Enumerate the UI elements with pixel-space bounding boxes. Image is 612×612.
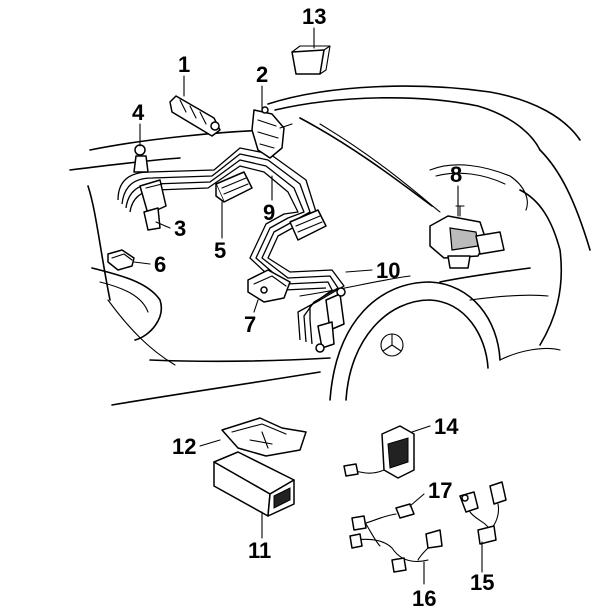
callout-9: 9 [263, 200, 275, 225]
part-13-cover [291, 45, 331, 75]
callout-12: 12 [172, 434, 196, 459]
callout-2: 2 [256, 62, 268, 87]
part-3-strut [139, 179, 167, 231]
part-11-control-module [213, 451, 295, 517]
callout-4: 4 [132, 100, 145, 125]
part-16-harness [349, 529, 443, 573]
part-6-bracket [107, 249, 135, 271]
callout-6: 6 [154, 252, 166, 277]
part-14-switch [343, 425, 415, 479]
callout-7: 7 [244, 312, 256, 337]
callout-1: 1 [178, 52, 190, 77]
part-2-valve-assembly [251, 106, 293, 159]
part-1-pressure-pump [169, 95, 221, 137]
part-5-valve-block [215, 171, 253, 203]
callout-17: 17 [428, 478, 452, 503]
part-15-sensor [459, 481, 507, 545]
callout-8: 8 [450, 162, 462, 187]
part-4-fitting [133, 144, 149, 173]
callout-11: 11 [248, 538, 271, 563]
part-7-mount [247, 269, 291, 303]
callout-13: 13 [302, 4, 326, 29]
part-12-shield [221, 417, 307, 457]
car-body-outline [69, 85, 591, 406]
callout-15: 15 [470, 570, 494, 595]
callout-3: 3 [174, 216, 186, 241]
callout-16: 16 [412, 586, 436, 611]
leader-lines [133, 27, 483, 585]
part-8-pump-unit [429, 205, 505, 269]
callout-labels: 1 2 3 4 5 6 7 8 9 10 11 12 13 14 15 16 1… [132, 4, 494, 611]
callout-10: 10 [376, 258, 400, 283]
hydraulic-line-bundle [117, 147, 345, 345]
callout-5: 5 [214, 238, 226, 263]
callout-14: 14 [434, 414, 459, 439]
part-9-line-connector [289, 209, 327, 241]
part-17-harness [351, 503, 415, 547]
part-10-rear-strut [315, 287, 346, 353]
